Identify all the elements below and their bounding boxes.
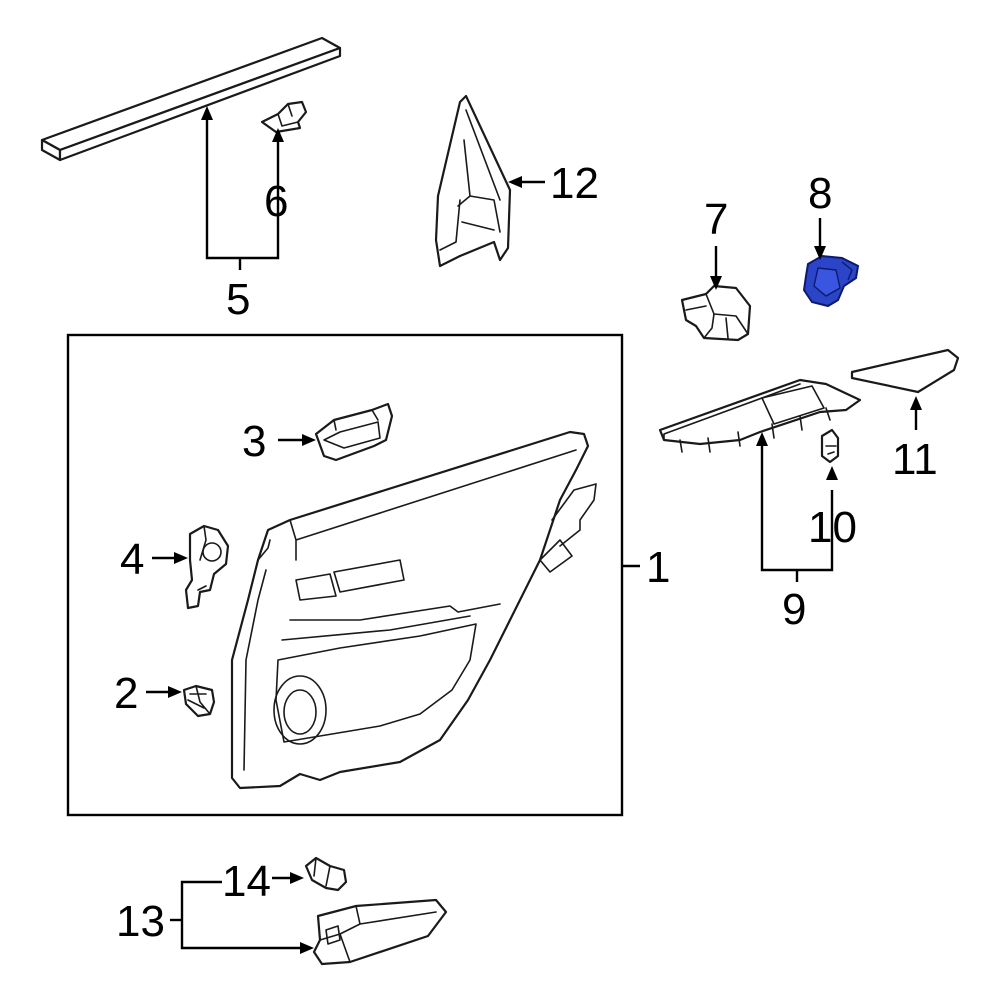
callout-7: 7 <box>704 195 728 244</box>
part-14-bulb[interactable] <box>304 856 348 892</box>
part-9-switch-base[interactable] <box>658 378 862 453</box>
part-3-inside-handle[interactable] <box>314 402 394 462</box>
callout-labels: 1 2 3 4 5 6 7 8 9 10 11 12 13 14 <box>114 159 938 946</box>
callout-6: 6 <box>264 177 288 226</box>
callout-14: 14 <box>222 857 271 906</box>
part-4-bracket[interactable] <box>184 524 230 610</box>
part-13-courtesy-lamp[interactable] <box>312 898 448 966</box>
callout-3: 3 <box>242 417 266 466</box>
callout-11: 11 <box>892 435 938 484</box>
part-6-clip[interactable] <box>260 100 308 134</box>
callout-8: 8 <box>808 169 832 218</box>
part-7-bracket[interactable] <box>680 284 752 342</box>
callout-10: 10 <box>808 503 857 552</box>
callout-12: 12 <box>550 159 599 208</box>
leader-lines <box>146 106 922 954</box>
callout-5: 5 <box>226 275 250 324</box>
callout-9: 9 <box>782 585 806 634</box>
part-2-screw[interactable] <box>182 684 216 718</box>
part-1-box <box>66 333 624 817</box>
part-1-door-trim-panel[interactable] <box>230 430 597 790</box>
callout-1: 1 <box>646 543 670 592</box>
part-8-clip-highlighted[interactable] <box>802 254 860 308</box>
part-12-pillar-garnish[interactable] <box>434 94 512 268</box>
part-11-trim-panel[interactable] <box>850 348 960 394</box>
callout-4: 4 <box>120 535 144 584</box>
callout-2: 2 <box>114 669 138 718</box>
part-10-clip[interactable] <box>820 428 840 464</box>
callout-13: 13 <box>116 897 165 946</box>
part-5-belt-molding[interactable] <box>40 36 342 162</box>
